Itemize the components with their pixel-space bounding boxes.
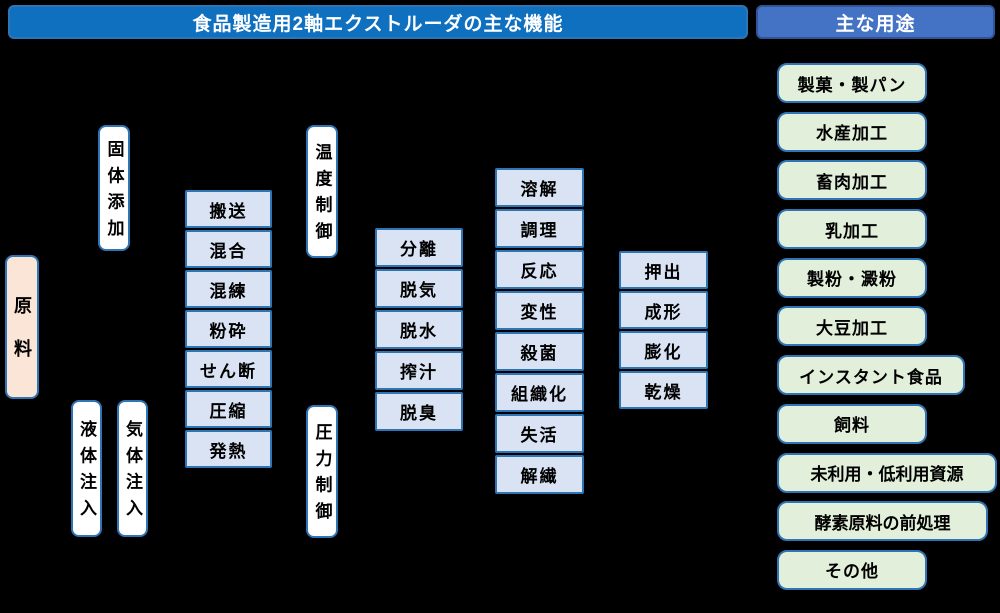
function-cell-sterilization: 殺菌 xyxy=(495,332,584,371)
functions-header-label: 食品製造用2軸エクストルーダの主な機能 xyxy=(192,13,564,35)
function-cell-separation: 分離 xyxy=(375,228,463,267)
function-cell-compression: 圧縮 xyxy=(185,390,272,428)
function-cell-shearing: せん断 xyxy=(185,350,272,388)
function-cell-heating: 発熱 xyxy=(185,430,272,468)
function-cell-dissolution: 溶解 xyxy=(495,168,584,207)
use-box-meat-processing: 畜肉加工 xyxy=(777,160,927,201)
pressure-control-box: 圧力制御 xyxy=(306,405,338,538)
use-box-unused-resources: 未利用・低利用資源 xyxy=(777,452,997,493)
raw-material-label: 原料 xyxy=(12,296,32,383)
function-column-4: 押出 成形 膨化 乾燥 xyxy=(619,251,708,409)
function-cell-extrusion: 押出 xyxy=(619,251,708,289)
function-cell-denaturation: 変性 xyxy=(495,291,584,330)
use-box-enzyme-pretreatment: 酵素原料の前処理 xyxy=(777,501,988,542)
functions-header: 食品製造用2軸エクストルーダの主な機能 xyxy=(8,5,748,39)
function-cell-kneading: 混練 xyxy=(185,270,272,308)
use-box-soybean-processing: 大豆加工 xyxy=(777,306,927,347)
function-cell-grinding: 粉砕 xyxy=(185,310,272,348)
temperature-control-box: 温度制御 xyxy=(306,125,338,258)
function-cell-reaction: 反応 xyxy=(495,250,584,289)
function-cell-forming: 成形 xyxy=(619,291,708,329)
use-box-flour-starch: 製粉・澱粉 xyxy=(777,257,927,298)
function-cell-defibration: 解繊 xyxy=(495,455,584,494)
raw-material-box: 原料 xyxy=(5,255,39,399)
use-box-instant-food: インスタント食品 xyxy=(777,355,965,396)
function-cell-juicing: 搾汁 xyxy=(375,351,463,390)
liquid-injection-label: 液体注入 xyxy=(77,420,96,526)
uses-header-label: 主な用途 xyxy=(835,13,916,35)
function-cell-deodorization: 脱臭 xyxy=(375,392,463,431)
gas-injection-label: 気体注入 xyxy=(123,420,142,526)
temperature-control-label: 温度制御 xyxy=(312,143,332,249)
function-column-1: 搬送 混合 混練 粉砕 せん断 圧縮 発熱 xyxy=(185,190,272,468)
function-cell-drying: 乾燥 xyxy=(619,371,708,409)
function-cell-texturization: 組織化 xyxy=(495,373,584,412)
function-column-2: 分離 脱気 脱水 搾汁 脱臭 xyxy=(375,228,463,431)
function-cell-cooking: 調理 xyxy=(495,209,584,248)
use-box-feed: 飼料 xyxy=(777,403,927,444)
function-cell-puffing: 膨化 xyxy=(619,331,708,369)
use-box-others: その他 xyxy=(777,549,927,590)
use-box-marine-processing: 水産加工 xyxy=(777,111,927,152)
use-box-dairy-processing: 乳加工 xyxy=(777,209,927,250)
uses-column: 製菓・製パン 水産加工 畜肉加工 乳加工 製粉・澱粉 大豆加工 インスタント食品… xyxy=(777,63,997,590)
solid-addition-label: 固体添加 xyxy=(104,139,124,246)
function-cell-degassing: 脱気 xyxy=(375,269,463,308)
pressure-control-label: 圧力制御 xyxy=(312,423,332,529)
function-cell-deactivation: 失活 xyxy=(495,414,584,453)
gas-injection-box: 気体注入 xyxy=(117,400,148,537)
liquid-injection-box: 液体注入 xyxy=(71,400,102,537)
function-cell-mixing: 混合 xyxy=(185,230,272,268)
solid-addition-box: 固体添加 xyxy=(98,125,130,251)
use-box-confectionery-bakery: 製菓・製パン xyxy=(777,63,927,103)
function-column-3: 溶解 調理 反応 変性 殺菌 組織化 失活 解繊 xyxy=(495,168,584,494)
uses-header: 主な用途 xyxy=(756,5,995,39)
function-cell-dewatering: 脱水 xyxy=(375,310,463,349)
function-cell-conveying: 搬送 xyxy=(185,190,272,228)
